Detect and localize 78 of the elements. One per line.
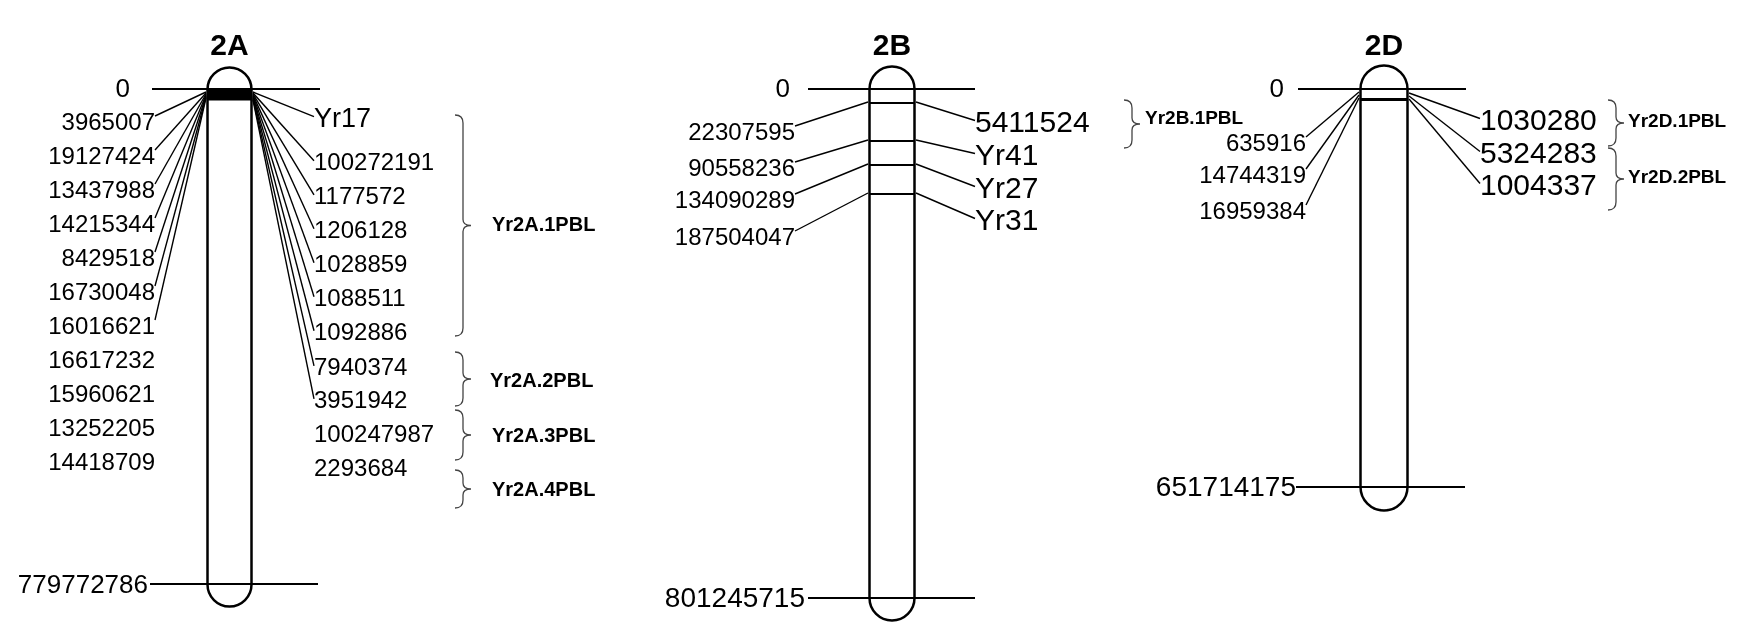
marker-label: 14215344: [48, 212, 155, 236]
locus-label: Yr2A.4PBL: [492, 479, 596, 499]
marker-label: 3965007: [61, 110, 155, 134]
leader-line: [794, 101, 869, 127]
leader-line: [1408, 98, 1481, 185]
leader-line: [252, 95, 315, 264]
locus-label: Yr2D.1PBL: [1628, 110, 1727, 130]
marker-label: 8429518: [61, 246, 155, 270]
chromosome-label: 2A: [210, 30, 249, 60]
locus-label: Yr2A.1PBL: [492, 214, 596, 234]
marker-label: 1092886: [314, 320, 408, 344]
leader-line: [252, 91, 315, 118]
position-label: 0: [1269, 75, 1284, 101]
locus-label: Yr2A.3PBL: [492, 425, 596, 445]
locus-label: Yr2A.2PBL: [490, 370, 594, 390]
position-label: 801245715: [664, 584, 805, 612]
marker-label: 100272191: [314, 150, 435, 174]
leader-line: [154, 91, 207, 117]
leader-line: [1305, 91, 1360, 138]
position-label: 779772786: [17, 571, 148, 597]
marker-label: Yr31: [975, 205, 1039, 235]
leader-line: [794, 192, 869, 232]
marker-label: 16016621: [48, 314, 155, 338]
marker-label: 1206128: [314, 218, 408, 242]
locus-label: Yr2D.2PBL: [1628, 166, 1727, 186]
marker-label: 5324283: [1480, 138, 1597, 168]
marker-label: 13437988: [48, 178, 155, 202]
marker-label: 1004337: [1480, 170, 1597, 200]
marker-label: 22307595: [688, 120, 795, 144]
marker-label: 19127424: [48, 144, 155, 168]
position-label: 13252205: [48, 416, 155, 440]
leader-line: [915, 163, 976, 188]
position-label: 0: [115, 75, 130, 101]
chromosome-label: 2D: [1364, 30, 1404, 60]
marker-label: Yr17: [314, 104, 372, 132]
leader-line: [794, 163, 869, 195]
position-label: 100247987: [314, 422, 435, 446]
leader-line: [915, 192, 976, 220]
leader-line: [252, 93, 315, 196]
marker-label: Yr41: [975, 140, 1039, 170]
leader-line: [252, 94, 315, 230]
leader-line: [154, 96, 207, 287]
position-label: 0: [775, 75, 790, 101]
marker-label: 16959384: [1199, 199, 1306, 223]
leader-line: [915, 139, 976, 155]
leader-line: [1305, 97, 1360, 206]
marker-label: 5411524: [975, 107, 1090, 137]
position-label: 16617232: [48, 348, 155, 372]
marker-label: 1030280: [1480, 105, 1597, 135]
leader-line: [794, 139, 869, 163]
leader-line: [154, 94, 207, 219]
marker-label: 635916: [1225, 131, 1306, 155]
marker-label: 134090289: [674, 188, 795, 212]
position-label: 2293684: [314, 456, 408, 480]
marker-label: 14744319: [1199, 163, 1306, 187]
locus-label: Yr2B.1PBL: [1145, 107, 1244, 127]
marker-label: 90558236: [688, 156, 795, 180]
leader-line: [154, 97, 207, 321]
position-label: 15960621: [48, 382, 155, 406]
leader-line: [154, 95, 207, 253]
marker-label: 1028859: [314, 252, 408, 276]
marker-label: Yr27: [975, 173, 1039, 203]
leader-line: [915, 101, 976, 122]
marker-label: 7940374: [314, 355, 408, 379]
marker-label: 187504047: [674, 225, 795, 249]
leader-line: [1305, 94, 1360, 170]
position-label: 651714175: [1155, 473, 1296, 501]
chromosome-label: 2B: [872, 30, 912, 60]
leader-line: [154, 93, 207, 185]
marker-label: 1177572: [314, 184, 406, 208]
leader-line: [154, 92, 207, 151]
marker-label: 1088511: [314, 286, 406, 310]
leader-line: [252, 92, 315, 162]
leader-line: [1408, 95, 1481, 153]
marker-label: 3951942: [314, 388, 408, 412]
leader-line: [1408, 92, 1481, 120]
position-label: 14418709: [48, 450, 155, 474]
marker-label: 16730048: [48, 280, 155, 304]
